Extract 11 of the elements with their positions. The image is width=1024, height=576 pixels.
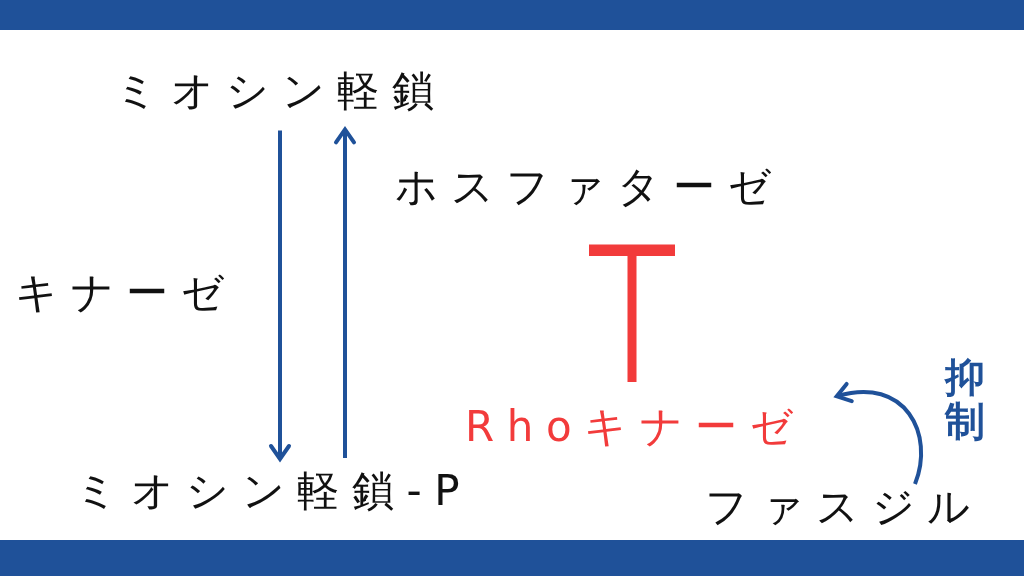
term-label: ホスファターゼ	[395, 162, 784, 213]
inhibition-label: 抑制	[945, 355, 985, 443]
arrow	[334, 127, 356, 458]
term-label: ミオシン軽鎖	[115, 66, 447, 117]
term-label: ミオシン軽鎖-P	[75, 466, 473, 517]
term-label: Rhoキナーゼ	[465, 402, 806, 453]
arrow	[269, 130, 291, 461]
arrow	[834, 382, 923, 485]
enzyme-label: キナーゼ	[15, 268, 237, 319]
inhibition-line	[589, 244, 675, 382]
term-label: ファスジル	[705, 482, 983, 533]
